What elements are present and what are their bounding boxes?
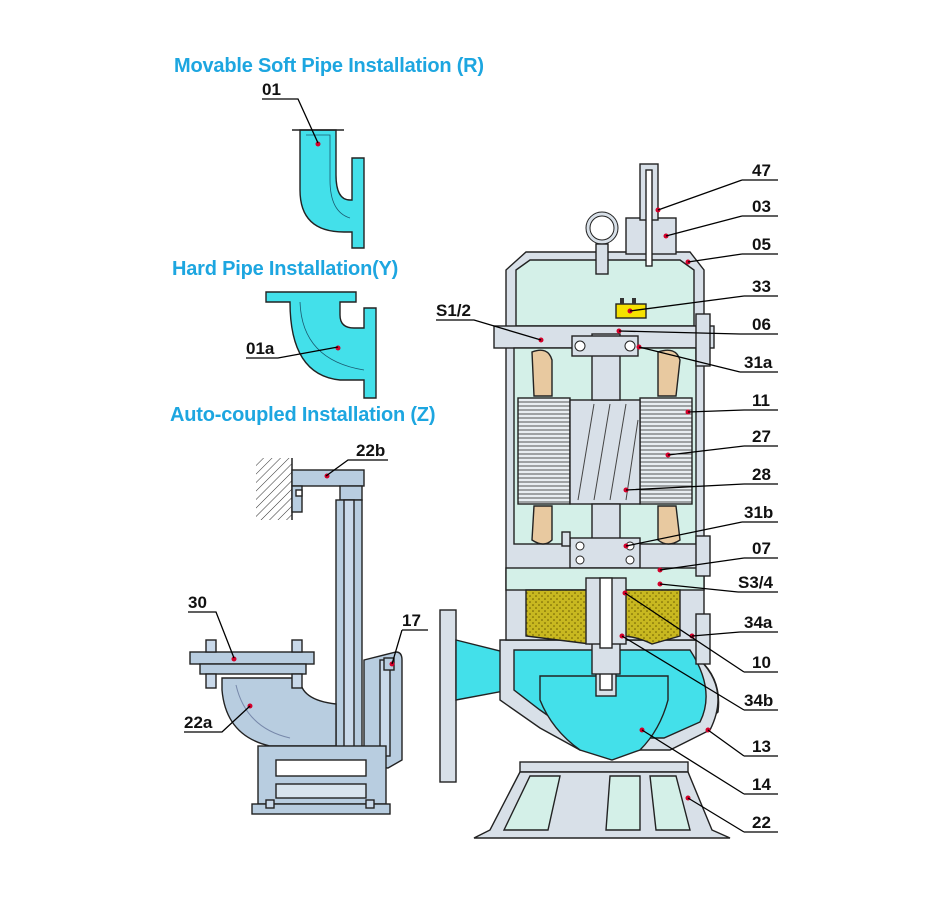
label-33: 33 [752, 277, 771, 296]
label-10: 10 [752, 653, 771, 672]
label-34a: 34a [744, 613, 773, 632]
label-13: 13 [752, 737, 771, 756]
label-28: 28 [752, 465, 771, 484]
label-47: 47 [752, 161, 771, 180]
label-07: 07 [752, 539, 771, 558]
label-22a: 22a [184, 713, 213, 732]
label-30: 30 [188, 593, 207, 612]
label-s3-4: S3/4 [738, 573, 774, 592]
label-31b: 31b [744, 503, 773, 522]
label-17: 17 [402, 611, 421, 630]
label-11: 11 [752, 391, 770, 410]
label-22: 22 [752, 813, 771, 832]
pump-cross-section [439, 163, 731, 839]
soft-pipe-elbow [292, 129, 365, 249]
label-27: 27 [752, 427, 771, 446]
label-s1-2: S1/2 [436, 301, 471, 320]
heading-hard-pipe: Hard Pipe Installation(Y) [172, 258, 399, 280]
label-01: 01 [262, 80, 281, 99]
label-22b: 22b [356, 441, 385, 460]
label-05: 05 [752, 235, 771, 254]
label-34b: 34b [744, 691, 773, 710]
heading-movable-soft-pipe: Movable Soft Pipe Installation (R) [174, 55, 484, 77]
part-labels: 01 01a 22b 30 17 22a 47 03 05 33 S1/2 06… [184, 80, 774, 832]
heading-auto-coupled: Auto-coupled Installation (Z) [170, 404, 436, 426]
label-14: 14 [752, 775, 771, 794]
label-01a: 01a [246, 339, 275, 358]
hard-pipe-elbow [265, 291, 377, 399]
label-06: 06 [752, 315, 771, 334]
auto-coupled-assembly [189, 458, 403, 815]
label-31a: 31a [744, 353, 773, 372]
label-03: 03 [752, 197, 771, 216]
leader-lines [184, 98, 778, 833]
